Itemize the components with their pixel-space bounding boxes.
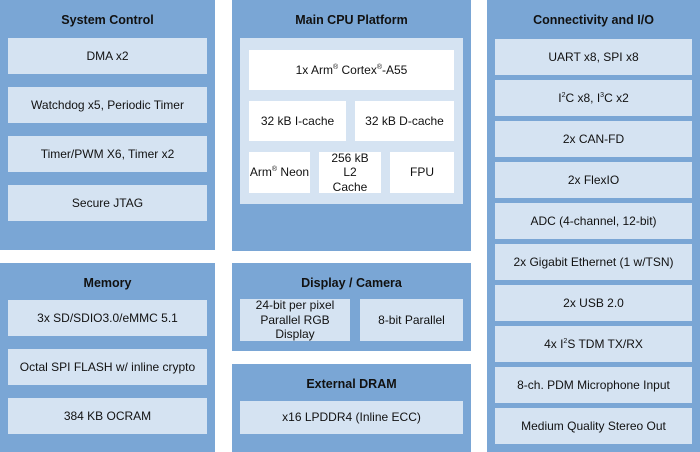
system-control-title: System Control <box>61 13 154 27</box>
octal-spi-flash-block: Octal SPI FLASH w/ inline crypto <box>8 349 207 385</box>
watchdog-block: Watchdog x5, Periodic Timer <box>8 87 207 123</box>
i2c-i3c-block: I2C x8, I3C x2 <box>495 80 692 116</box>
l2-cache-block: 256 kB L2 Cache <box>319 151 381 194</box>
dma-block: DMA x2 <box>8 38 207 74</box>
external-dram-title: External DRAM <box>306 377 397 391</box>
usb-block: 2x USB 2.0 <box>495 285 692 321</box>
lpddr4-block: x16 LPDDR4 (Inline ECC) <box>240 401 463 434</box>
connectivity-title: Connectivity and I/O <box>533 13 654 27</box>
flexio-block: 2x FlexIO <box>495 162 692 198</box>
parallel-rgb-display-block: 24-bit per pixel Parallel RGB Display <box>240 298 350 341</box>
i2s-tdm-label: 4x I2S TDM TX/RX <box>544 336 643 351</box>
can-fd-block: 2x CAN-FD <box>495 121 692 157</box>
system-control-panel: System Control DMA x2 Watchdog x5, Perio… <box>0 0 215 250</box>
display-camera-title: Display / Camera <box>301 276 402 290</box>
main-cpu-title: Main CPU Platform <box>295 13 408 27</box>
adc-block: ADC (4-channel, 12-bit) <box>495 203 692 239</box>
external-dram-panel: External DRAM x16 LPDDR4 (Inline ECC) <box>232 364 471 452</box>
timer-pwm-block: Timer/PWM X6, Timer x2 <box>8 136 207 172</box>
sd-emmc-block: 3x SD/SDIO3.0/eMMC 5.1 <box>8 300 207 336</box>
neon-block: Arm® Neon <box>249 152 310 193</box>
ocram-block: 384 KB OCRAM <box>8 398 207 434</box>
cortex-a55-block: 1x Arm® Cortex®-A55 <box>249 50 454 90</box>
gigabit-ethernet-block: 2x Gigabit Ethernet (1 w/TSN) <box>495 244 692 280</box>
i2s-tdm-block: 4x I2S TDM TX/RX <box>495 326 692 362</box>
uart-spi-block: UART x8, SPI x8 <box>495 39 692 75</box>
memory-panel: Memory 3x SD/SDIO3.0/eMMC 5.1 Octal SPI … <box>0 263 215 452</box>
connectivity-panel: Connectivity and I/O UART x8, SPI x8 I2C… <box>487 0 700 452</box>
display-camera-panel: Display / Camera 24-bit per pixel Parall… <box>232 263 471 351</box>
i2c-i3c-label: I2C x8, I3C x2 <box>558 90 629 105</box>
pdm-microphone-block: 8-ch. PDM Microphone Input <box>495 367 692 403</box>
memory-title: Memory <box>83 276 132 290</box>
main-cpu-panel: Main CPU Platform 1x Arm® Cortex®-A55 32… <box>232 0 471 251</box>
neon-label: Arm® Neon <box>249 165 310 180</box>
fpu-block: FPU <box>390 152 454 193</box>
parallel-camera-block: 8-bit Parallel <box>360 299 463 341</box>
icache-block: 32 kB I-cache <box>249 101 346 141</box>
dcache-block: 32 kB D-cache <box>355 101 454 141</box>
secure-jtag-block: Secure JTAG <box>8 185 207 221</box>
stereo-out-block: Medium Quality Stereo Out <box>495 408 692 444</box>
cortex-a55-label: 1x Arm® Cortex®-A55 <box>295 62 408 77</box>
